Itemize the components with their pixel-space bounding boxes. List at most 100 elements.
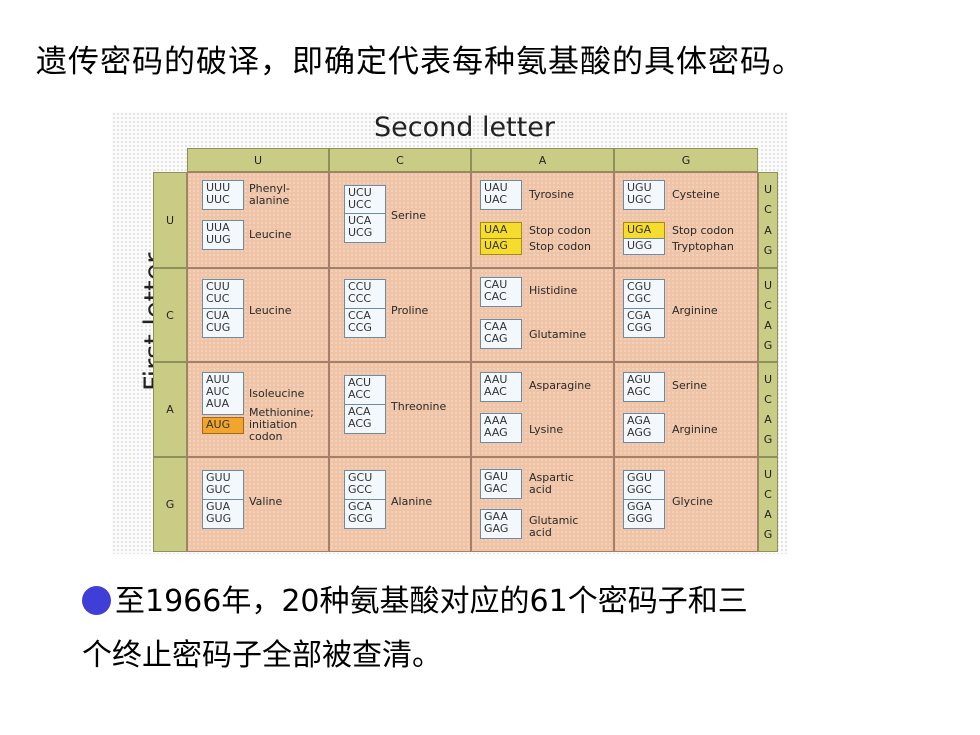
caption-text: 至1966年，20种氨基酸对应的61个密码子和三 [115,584,748,619]
third-letter: A [764,223,772,237]
amino-acid-label: Histidine [529,284,578,297]
amino-acid-label: Phenyl-alanine [249,182,290,207]
codon-box: UGG [623,238,665,255]
caption-line-2: 个终止密码子全部被查清。 [82,638,442,673]
row-header-c: C [153,268,187,362]
amino-acid-label: Threonine [391,400,447,413]
amino-acid-label: Cysteine [672,188,720,201]
amino-acid-label: Stop codon [529,224,591,237]
amino-acid-label: Proline [391,304,429,317]
third-letter: A [764,413,772,427]
column-header-c: C [329,148,471,172]
heading: 遗传密码的破译，即确定代表每种氨基酸的具体密码。 [36,44,804,80]
row-header-u: U [153,172,187,268]
caption-line-1: 至1966年，20种氨基酸对应的61个密码子和三 [82,575,902,629]
stop-codon-box: UAG [480,238,522,255]
amino-acid-label: Glutamine [529,328,587,341]
amino-acid-label: Alanine [391,495,433,508]
genetic-code-table: Second letter First letter U C A G U C A… [112,112,788,554]
third-letter: G [763,244,773,258]
amino-acid-label: Asparagine [529,379,592,392]
bullet-icon [82,586,111,615]
third-letter: G [763,433,773,447]
third-letter: C [764,487,772,501]
amino-acid-label: Stop codon [529,240,591,253]
column-header-a: A [471,148,614,172]
amino-acid-label: Tryptophan [672,240,734,253]
third-letter: G [763,528,773,542]
second-letter-label: Second letter [374,112,555,143]
amino-acid-label: Stop codon [672,224,734,237]
amino-acid-label: Serine [672,379,708,392]
amino-acid-label: Glycine [672,495,713,508]
third-letter: U [763,182,773,196]
third-letter: U [763,278,773,292]
amino-acid-label: Arginine [672,304,718,317]
third-letter: A [764,508,772,522]
row-header-g: G [153,457,187,552]
amino-acid-label: Leucine [249,228,292,241]
amino-acid-label: Valine [249,495,283,508]
third-letter: C [764,392,772,406]
start-codon-box: AUG [202,417,244,434]
third-letter: U [763,467,773,481]
third-letter: U [763,372,773,386]
third-letter: G [763,338,773,352]
amino-acid-label: Leucine [249,304,292,317]
stop-codon-box: UGA [623,222,665,239]
stop-codon-box: UAA [480,222,522,239]
column-header-g: G [614,148,758,172]
amino-acid-label: Arginine [672,423,718,436]
row-header-a: A [153,362,187,457]
third-letter: C [764,298,772,312]
third-letter: C [764,203,772,217]
amino-acid-label: Isoleucine [249,387,305,400]
caption: 至1966年，20种氨基酸对应的61个密码子和三 个终止密码子全部被查清。 [82,575,902,683]
amino-acid-label: Serine [391,209,427,222]
amino-acid-label: Tyrosine [529,188,575,201]
